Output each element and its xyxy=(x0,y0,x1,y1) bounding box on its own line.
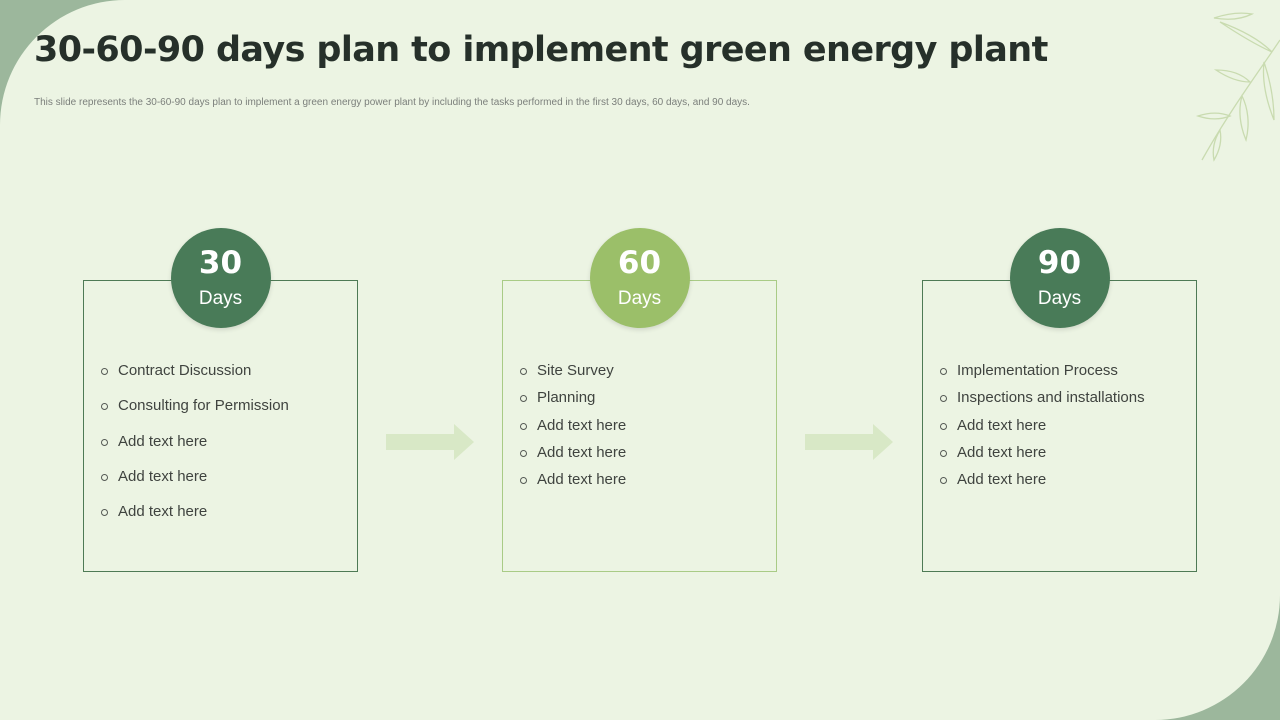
phase-card-90-days: 90 Days Implementation Process Inspectio… xyxy=(922,228,1197,572)
slide-title: 30-60-90 days plan to implement green en… xyxy=(34,30,1048,70)
phase-card-30-days: 30 Days Contract Discussion Consulting f… xyxy=(83,228,358,572)
list-item: Add text here xyxy=(520,416,626,443)
list-item: Add text here xyxy=(101,467,289,502)
list-item: Add text here xyxy=(101,432,289,467)
list-item: Add text here xyxy=(520,443,626,470)
list-item: Inspections and installations xyxy=(940,388,1145,415)
list-item: Add text here xyxy=(101,502,289,537)
list-item: Implementation Process xyxy=(940,361,1145,388)
phase-card-60-days: 60 Days Site Survey Planning Add text he… xyxy=(502,228,777,572)
list-item: Add text here xyxy=(940,443,1145,470)
task-list: Contract Discussion Consulting for Permi… xyxy=(101,361,289,537)
list-item: Add text here xyxy=(940,470,1145,497)
phase-number: 30 xyxy=(198,245,243,281)
phase-badge: 30 Days xyxy=(170,228,271,328)
phase-number: 60 xyxy=(617,245,662,281)
list-item: Contract Discussion xyxy=(101,361,289,396)
phase-badge: 90 Days xyxy=(1009,228,1110,328)
leaf-decoration-icon xyxy=(1195,12,1280,162)
arrow-right-icon xyxy=(805,424,893,460)
phase-unit: Days xyxy=(1037,288,1082,309)
list-item: Planning xyxy=(520,388,626,415)
phase-badge: 60 Days xyxy=(589,228,690,328)
list-item: Site Survey xyxy=(520,361,626,388)
task-list: Implementation Process Inspections and i… xyxy=(940,361,1145,497)
list-item: Add text here xyxy=(520,470,626,497)
list-item: Add text here xyxy=(940,416,1145,443)
arrow-right-icon xyxy=(386,424,474,460)
task-list: Site Survey Planning Add text here Add t… xyxy=(520,361,626,497)
phase-unit: Days xyxy=(617,288,662,309)
slide-subtitle: This slide represents the 30-60-90 days … xyxy=(34,97,750,108)
phase-number: 90 xyxy=(1037,245,1082,281)
phase-unit: Days xyxy=(198,288,243,309)
list-item: Consulting for Permission xyxy=(101,396,289,431)
